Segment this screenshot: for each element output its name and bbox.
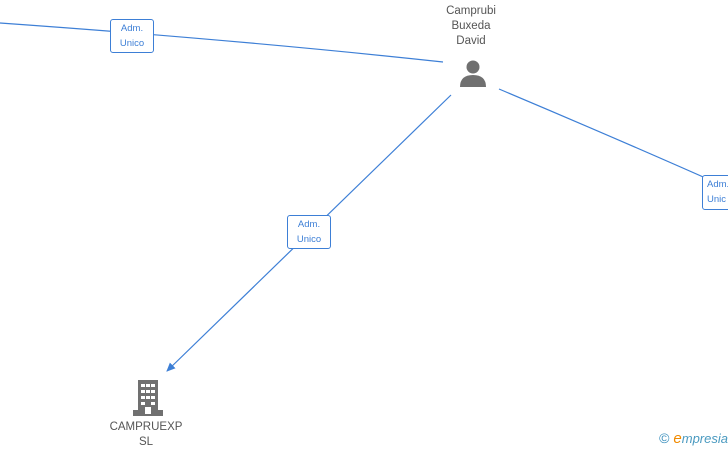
edge-label-company[interactable]: Adm. Unico bbox=[287, 215, 331, 249]
edge-label-left[interactable]: Adm. Unico bbox=[110, 19, 154, 53]
empresia-watermark: ©empresia bbox=[659, 430, 728, 447]
edge-label-line2: Unico bbox=[296, 234, 322, 245]
person-icon[interactable] bbox=[458, 58, 488, 88]
edge-label-line1: Adm. bbox=[297, 219, 321, 230]
person-name-line1: Camprubi bbox=[446, 5, 496, 17]
person-name-line2: Buxeda bbox=[451, 20, 491, 32]
copyright-icon: © bbox=[659, 430, 670, 446]
edge-label-line2: Unic bbox=[707, 194, 727, 205]
brand-initial: e bbox=[673, 430, 682, 447]
company-name-line2: SL bbox=[138, 436, 154, 448]
company-name[interactable]: CAMPRUEXP SL bbox=[96, 420, 196, 450]
edge-label-line1: Adm. bbox=[120, 23, 144, 34]
brand-name: mpresia bbox=[681, 431, 728, 446]
edge-right bbox=[498, 88, 728, 189]
building-icon[interactable] bbox=[133, 380, 163, 416]
edge-label-right[interactable]: Adm. Unic bbox=[702, 175, 728, 210]
edge-left bbox=[0, 22, 444, 63]
edge-label-line1: Adm. bbox=[707, 179, 728, 190]
person-name-line3: David bbox=[456, 35, 486, 47]
person-name[interactable]: Camprubi Buxeda David bbox=[431, 4, 511, 49]
company-name-line1: CAMPRUEXP bbox=[109, 421, 183, 433]
edge-label-line2: Unico bbox=[119, 38, 145, 49]
